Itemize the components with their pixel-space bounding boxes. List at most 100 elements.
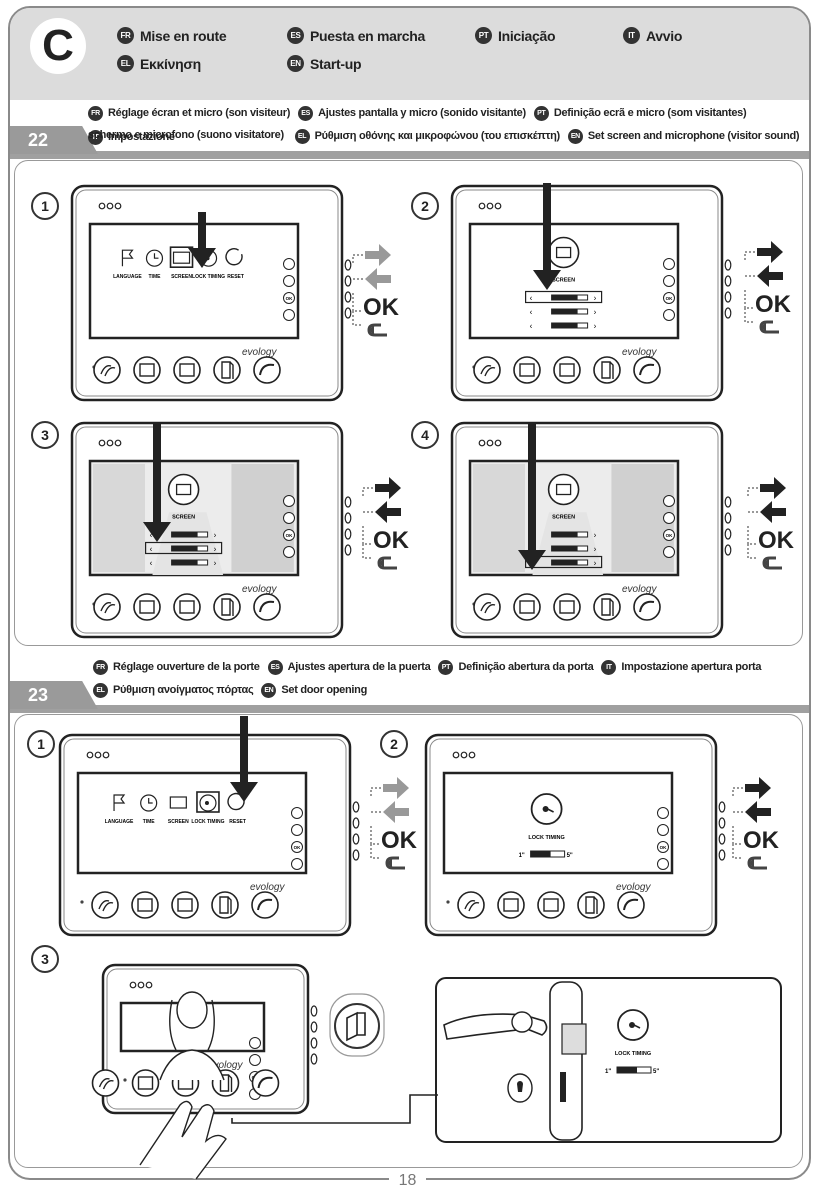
slider-highlight bbox=[145, 541, 223, 555]
down-arrow-shaft bbox=[528, 423, 536, 552]
mic-hole bbox=[80, 900, 84, 904]
back-icon bbox=[663, 309, 675, 321]
lang-code-badge: FR bbox=[117, 27, 134, 44]
chevron-right-icon: › bbox=[214, 545, 217, 554]
lang-code-badge: EL bbox=[294, 129, 310, 144]
down-arrow-icon bbox=[518, 550, 546, 570]
screen-glyph bbox=[175, 483, 192, 496]
lock-label: LOCK TIMING bbox=[528, 835, 564, 841]
side-button bbox=[718, 849, 726, 861]
contrast-slider-fill bbox=[171, 546, 198, 551]
connector bbox=[352, 293, 361, 312]
hangup-glyph bbox=[623, 898, 639, 911]
title-text: schermo e microfono (suono visitatore) bbox=[88, 129, 284, 141]
brand-logo: evology bbox=[242, 584, 277, 595]
side-button bbox=[724, 544, 732, 556]
gate-icon bbox=[497, 891, 525, 919]
intercom-icon bbox=[473, 593, 501, 621]
door-icon bbox=[211, 891, 239, 919]
side-button bbox=[718, 801, 726, 813]
gate-glyph bbox=[137, 898, 153, 912]
lang-code-badge: ES bbox=[267, 660, 283, 675]
back-arrow-head bbox=[387, 858, 392, 868]
title-text: Impostazione bbox=[108, 131, 175, 143]
camera-glyph bbox=[179, 363, 195, 377]
gate-icon bbox=[131, 891, 159, 919]
right-icon bbox=[291, 807, 303, 819]
section-22-strip bbox=[10, 151, 809, 159]
connector bbox=[362, 487, 373, 496]
brand-logo: evology bbox=[622, 347, 657, 358]
side-button bbox=[344, 544, 352, 556]
lang-text: Εκκίνηση bbox=[140, 55, 201, 72]
flag-icon bbox=[113, 794, 126, 811]
chevron-right-icon: › bbox=[594, 531, 597, 540]
title-text: Réglage ouverture de la porte bbox=[113, 661, 260, 673]
connector bbox=[744, 308, 755, 323]
chevron-left-icon: ‹ bbox=[150, 531, 153, 540]
ok-mini-label: OK bbox=[286, 296, 294, 301]
lang-code-badge: IT bbox=[88, 130, 103, 145]
door-icon bbox=[213, 593, 241, 621]
gate-glyph bbox=[519, 363, 535, 377]
lang-code-badge: FR bbox=[93, 660, 108, 675]
chevron-left-icon: ‹ bbox=[150, 559, 153, 568]
contrast-slider-fill bbox=[551, 546, 578, 551]
down-arrow-icon bbox=[230, 782, 258, 802]
visitor-hair bbox=[169, 999, 215, 1051]
indicator-light bbox=[460, 751, 468, 759]
connector bbox=[352, 311, 363, 326]
menu-label: SCREEN bbox=[171, 274, 192, 280]
chevron-left-icon: ‹ bbox=[530, 308, 533, 317]
door-lock-box bbox=[435, 977, 782, 1143]
title-text: Impostazione apertura porta bbox=[621, 661, 762, 673]
side-button bbox=[724, 496, 732, 508]
intercom-icon bbox=[473, 356, 501, 384]
side-button bbox=[310, 1021, 318, 1033]
ok-icon bbox=[283, 292, 295, 304]
connector-line bbox=[231, 1094, 438, 1124]
chevron-right-icon: › bbox=[594, 545, 597, 554]
back-icon bbox=[657, 858, 669, 870]
back-icon bbox=[283, 309, 295, 321]
lock-max-label: 5" bbox=[653, 1069, 659, 1075]
title-text: Réglage écran et micro (son visiteur) bbox=[108, 107, 291, 119]
side-button bbox=[344, 512, 352, 524]
camera-icon bbox=[171, 891, 199, 919]
screen-glyph bbox=[555, 246, 572, 259]
slider-highlight bbox=[524, 290, 603, 304]
title-text: Set screen and microphone (visitor sound… bbox=[587, 130, 800, 142]
title-text: Set door opening bbox=[281, 684, 368, 696]
mic-hole bbox=[123, 1078, 127, 1082]
screen-glyph bbox=[555, 483, 572, 496]
bg-street bbox=[532, 512, 604, 575]
bg-building bbox=[93, 464, 145, 572]
reset-icon bbox=[227, 792, 245, 811]
side-button bbox=[724, 259, 732, 271]
visitor-head bbox=[176, 991, 208, 1029]
camera-glyph bbox=[177, 898, 193, 912]
ok-label: OK bbox=[381, 827, 418, 854]
ok-icon bbox=[663, 529, 675, 541]
door-glyph bbox=[219, 1074, 233, 1092]
menu-label: LOCK TIMING bbox=[191, 819, 224, 825]
right-icon bbox=[663, 258, 675, 270]
camera-icon bbox=[553, 593, 581, 621]
brand-logo: evology bbox=[250, 882, 285, 893]
side-button bbox=[344, 528, 352, 540]
visitor-body bbox=[159, 1049, 225, 1081]
lang-text: Iniciação bbox=[498, 27, 556, 44]
side-button bbox=[718, 833, 726, 845]
side-button bbox=[344, 307, 352, 319]
clock-hands bbox=[148, 798, 153, 804]
menu-label: RESET bbox=[229, 819, 246, 825]
bg-street bbox=[152, 512, 224, 575]
door-icon bbox=[213, 356, 241, 384]
indicator-light bbox=[114, 439, 122, 447]
indicator-light bbox=[468, 751, 476, 759]
